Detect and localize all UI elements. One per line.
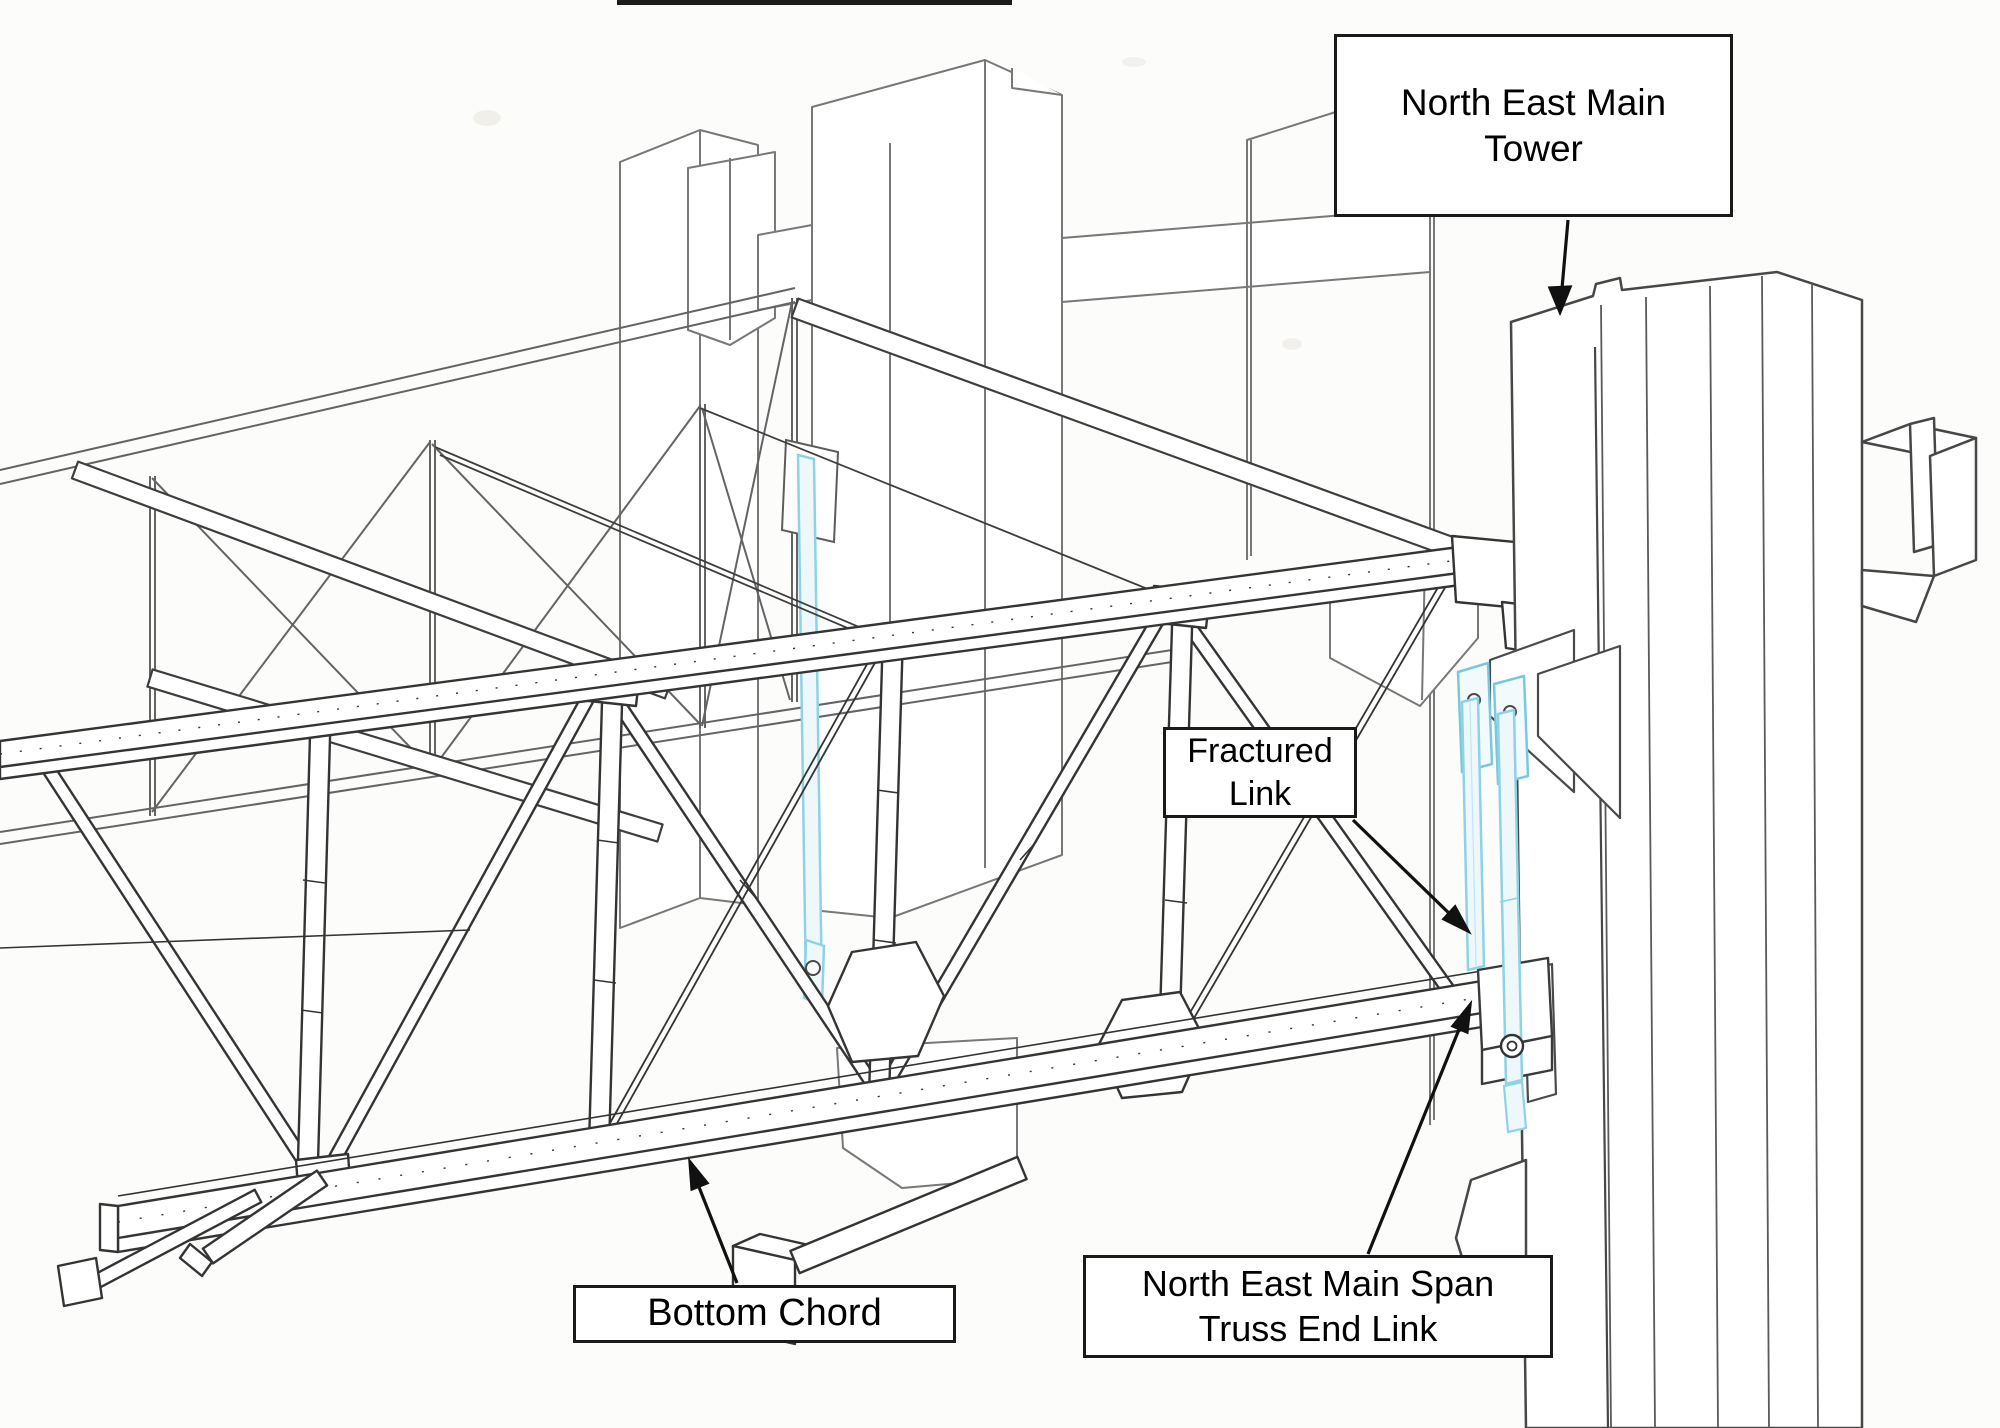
end-link-assembly: [1456, 628, 1622, 1134]
truss-vertical: [295, 698, 333, 1200]
truss-end-link-highlight: [1496, 708, 1524, 1086]
callout-bottom-chord: Bottom Chord: [573, 1285, 956, 1343]
gusset-plate: [826, 940, 946, 1064]
arrow-to-bottom-chord: [693, 1176, 739, 1284]
callout-text: Truss End Link: [1198, 1307, 1438, 1349]
floor-beam: [201, 1169, 329, 1265]
callout-arrows: [688, 219, 1573, 1284]
end-link-pin-washer: [1499, 1033, 1525, 1059]
arrow-to-fractured-link: [1351, 818, 1458, 922]
tower-body: [1509, 270, 1864, 1428]
near-truss: [0, 534, 1542, 1346]
callout-north-east-main-tower: North East Main Tower: [1334, 34, 1733, 217]
far-tower-column-main: [811, 59, 1063, 919]
far-tower: [619, 59, 1479, 1189]
link-lower-pin: [805, 960, 821, 976]
callout-text: Tower: [1484, 127, 1583, 169]
bottom-chord-left-end: [98, 1202, 120, 1254]
callout-text: Fractured: [1187, 732, 1333, 771]
callout-text: Bottom Chord: [647, 1292, 882, 1335]
callout-fractured-link: Fractured Link: [1163, 727, 1357, 818]
north-east-main-tower: [1454, 270, 1978, 1428]
paper-smudge: [473, 110, 501, 126]
truss-diagonal: [33, 751, 327, 1191]
callout-text: Link: [1228, 774, 1292, 813]
callout-truss-end-link: North East Main Span Truss End Link: [1083, 1255, 1553, 1358]
callout-text: North East Main: [1400, 81, 1667, 123]
cropped-edge-mark: [617, 0, 1012, 5]
hanger-plate: [1536, 644, 1622, 820]
callout-text: North East Main Span: [1141, 1262, 1495, 1304]
paper-artifacts: [473, 0, 1302, 350]
bottom-chord-member: [116, 976, 1502, 1254]
paper-smudge: [1122, 57, 1146, 67]
floor-beam: [789, 1155, 1028, 1275]
paper-smudge: [1282, 338, 1302, 350]
arrow-to-end-link: [1366, 1026, 1462, 1255]
